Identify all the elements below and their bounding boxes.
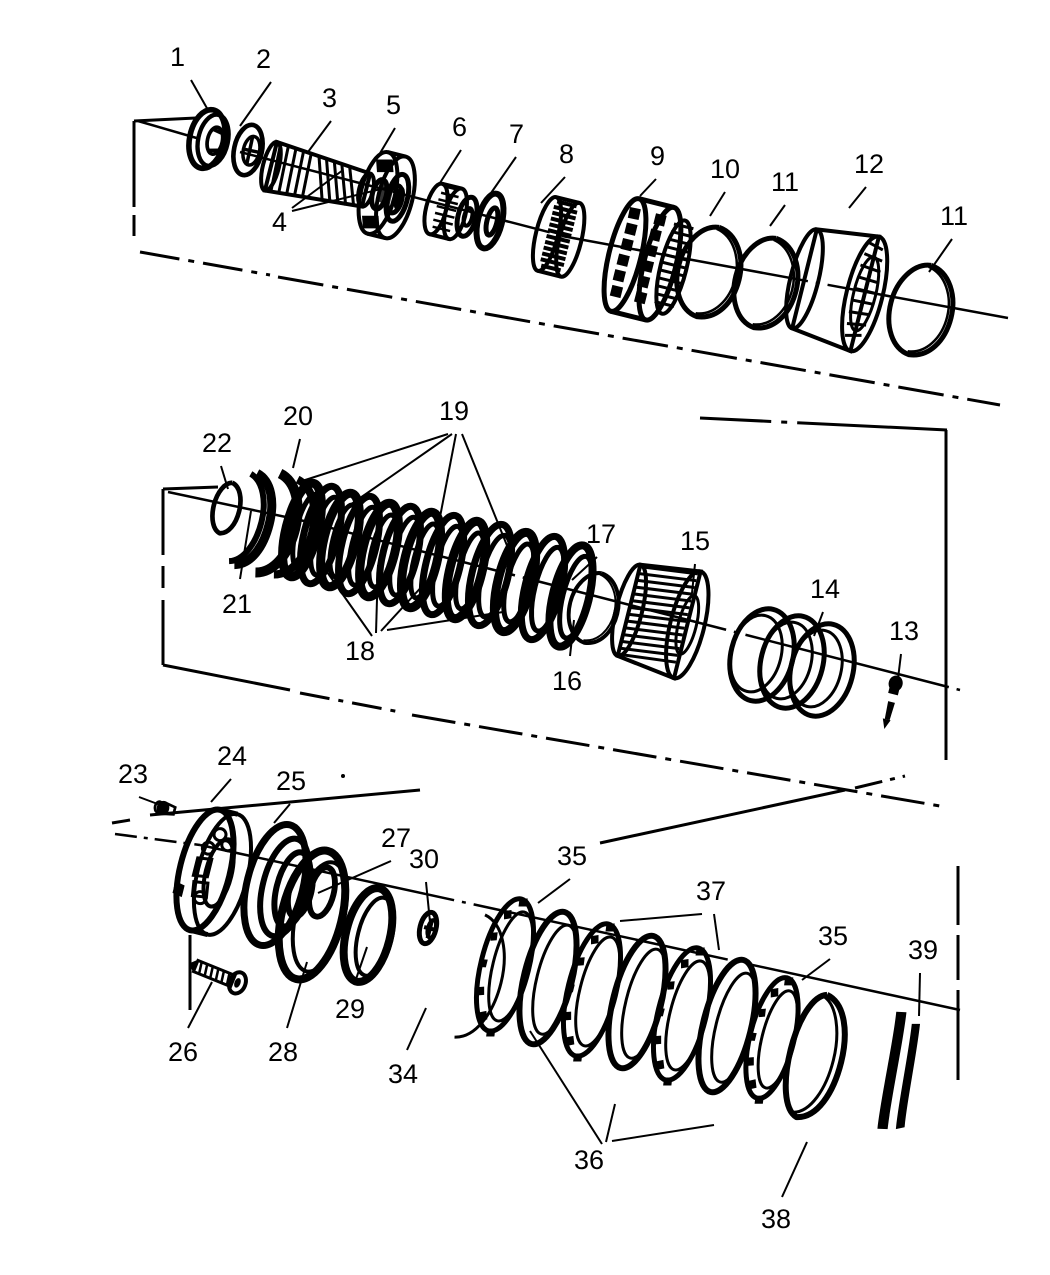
callout-18: 18 — [345, 636, 376, 666]
leader-lines — [138, 79, 953, 1198]
part-12-roller-clutch — [784, 227, 890, 354]
callout-5: 5 — [386, 90, 402, 120]
callout-4: 4 — [272, 207, 288, 237]
callout-28: 28 — [268, 1037, 299, 1067]
part-2-bearing-race — [231, 122, 265, 178]
callout-9: 9 — [650, 141, 666, 171]
part-26-screw — [189, 958, 248, 996]
part-29-seal-ring — [339, 884, 397, 986]
callout-39: 39 — [908, 935, 939, 965]
callout-30: 30 — [409, 844, 440, 874]
part-7-washer — [473, 190, 507, 252]
callout-25: 25 — [276, 766, 307, 796]
callout-14: 14 — [810, 574, 841, 604]
callout-10: 10 — [710, 154, 741, 184]
scan-artifact-dot — [341, 774, 345, 778]
callout-35-a: 35 — [557, 841, 588, 871]
callout-35-b: 35 — [818, 921, 849, 951]
frame-upper — [132, 116, 1001, 407]
part-17-pressure-plate — [545, 541, 597, 651]
clutch-pack-plates — [255, 469, 569, 644]
part-28-large-seal — [274, 846, 350, 984]
part-15-clutch-hub — [610, 562, 711, 681]
part-9-sun-gear-assembly — [601, 196, 694, 323]
callout-3: 3 — [322, 83, 338, 113]
callout-8: 8 — [559, 139, 575, 169]
part-39-selective-ring — [877, 1011, 921, 1130]
part-34-thin-ring — [454, 913, 506, 1039]
callout-12: 12 — [854, 149, 885, 179]
callout-36: 36 — [574, 1145, 605, 1175]
part-22-snap-ring — [210, 480, 243, 536]
callout-11-a: 11 — [771, 167, 800, 197]
callout-22: 22 — [202, 428, 233, 458]
part-38-snap-ring — [782, 991, 848, 1121]
part-35-steel-plate-a — [473, 896, 537, 1037]
callout-26: 26 — [168, 1037, 199, 1067]
part-1-thrust-washer — [186, 106, 231, 172]
callout-38: 38 — [761, 1204, 792, 1234]
callout-13: 13 — [889, 616, 920, 646]
callout-29: 29 — [335, 994, 366, 1024]
callout-27: 27 — [381, 823, 412, 853]
callout-23: 23 — [118, 759, 149, 789]
callout-24: 24 — [217, 741, 248, 771]
part-14-return-springs — [721, 602, 864, 723]
callout-1: 1 — [170, 42, 186, 72]
part-13-pin — [882, 675, 903, 730]
part-37-steel-plate-a — [560, 921, 624, 1062]
callout-16: 16 — [552, 666, 583, 696]
callout-7: 7 — [509, 119, 525, 149]
part-8-needle-bearing — [530, 195, 587, 279]
part-11-snap-ring-b — [880, 258, 962, 362]
frame-middle — [161, 416, 948, 808]
callout-15: 15 — [680, 526, 711, 556]
callout-17: 17 — [586, 519, 617, 549]
callout-6: 6 — [452, 112, 468, 142]
callout-20: 20 — [283, 401, 314, 431]
frame-lower — [111, 788, 421, 1010]
part-5-planetary-carrier — [356, 150, 417, 241]
part-37-steel-plate-b — [650, 945, 714, 1086]
callout-19: 19 — [439, 396, 470, 426]
callout-2: 2 — [256, 44, 272, 74]
part-6-roller-bearing — [422, 181, 480, 242]
part-36-friction-disc-c — [695, 956, 759, 1096]
part-24-pump-housing — [172, 806, 253, 937]
callout-21: 21 — [222, 589, 253, 619]
part-27-inner-seal — [306, 864, 338, 920]
part-21-wave-spring — [228, 469, 277, 570]
frame-lower-right — [599, 774, 960, 1080]
callout-11-b: 11 — [940, 201, 969, 231]
callout-34: 34 — [388, 1059, 419, 1089]
part-30-bushing — [416, 909, 440, 947]
callout-37: 37 — [696, 876, 727, 906]
